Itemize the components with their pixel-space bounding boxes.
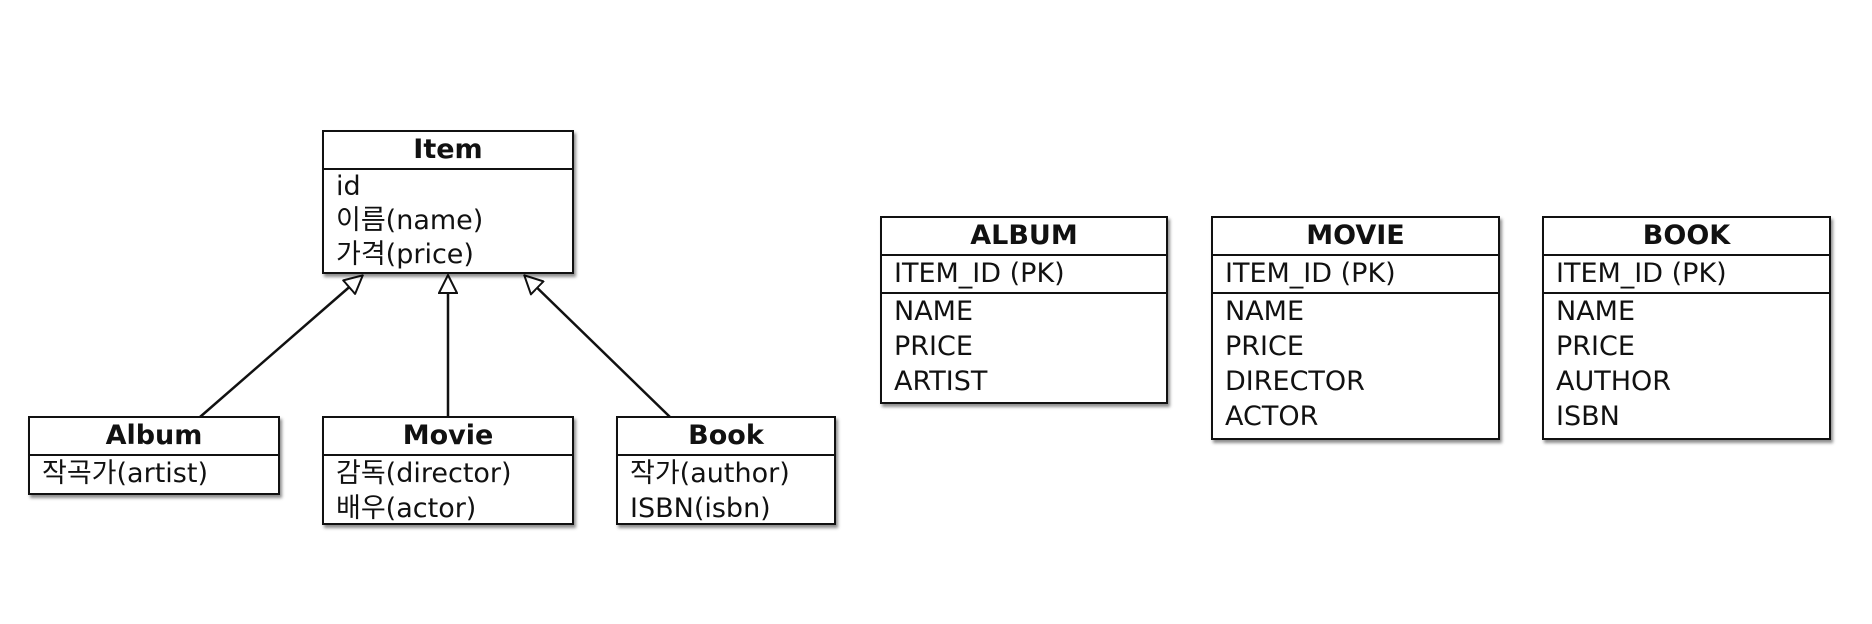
item-class: Item id 이름(name) 가격(price) <box>322 130 574 274</box>
movie-table: MOVIE ITEM_ID (PK) NAME PRICE DIRECTOR A… <box>1211 216 1500 440</box>
movie-col-price: PRICE <box>1225 331 1304 362</box>
album-table: ALBUM ITEM_ID (PK) NAME PRICE ARTIST <box>880 216 1168 404</box>
movie-col-actor: ACTOR <box>1225 401 1319 432</box>
item-attr-price: 가격(price) <box>336 239 474 270</box>
book-col-name: NAME <box>1556 296 1636 327</box>
movie-table-pk: ITEM_ID (PK) <box>1225 258 1396 289</box>
book-col-price: PRICE <box>1556 331 1635 362</box>
item-attr-name: 이름(name) <box>336 205 484 236</box>
book-col-author: AUTHOR <box>1556 366 1672 397</box>
item-attr-id: id <box>336 171 361 202</box>
movie-class-name: Movie <box>324 418 572 456</box>
album-col-price: PRICE <box>894 331 973 362</box>
album-inherits-arrow <box>199 276 362 418</box>
book-class-name: Book <box>618 418 834 456</box>
book-attr-author: 작가(author) <box>630 458 790 489</box>
album-col-name: NAME <box>894 296 974 327</box>
book-class: Book 작가(author) ISBN(isbn) <box>616 416 836 525</box>
item-class-name: Item <box>324 132 572 170</box>
book-attr-isbn: ISBN(isbn) <box>630 493 771 524</box>
album-col-artist: ARTIST <box>894 366 988 397</box>
album-table-pk: ITEM_ID (PK) <box>894 258 1065 289</box>
movie-class: Movie 감독(director) 배우(actor) <box>322 416 574 525</box>
book-table-pk: ITEM_ID (PK) <box>1556 258 1727 289</box>
album-class-name: Album <box>30 418 278 456</box>
album-table-name: ALBUM <box>882 218 1166 256</box>
book-col-isbn: ISBN <box>1556 401 1620 432</box>
movie-col-name: NAME <box>1225 296 1305 327</box>
album-class: Album 작곡가(artist) <box>28 416 280 495</box>
album-attr-artist: 작곡가(artist) <box>42 458 208 489</box>
movie-table-name: MOVIE <box>1213 218 1498 256</box>
movie-attr-actor: 배우(actor) <box>336 493 477 524</box>
movie-attr-director: 감독(director) <box>336 458 512 489</box>
book-table-name: BOOK <box>1544 218 1829 256</box>
book-inherits-arrow <box>525 276 671 418</box>
book-table: BOOK ITEM_ID (PK) NAME PRICE AUTHOR ISBN <box>1542 216 1831 440</box>
movie-col-director: DIRECTOR <box>1225 366 1365 397</box>
